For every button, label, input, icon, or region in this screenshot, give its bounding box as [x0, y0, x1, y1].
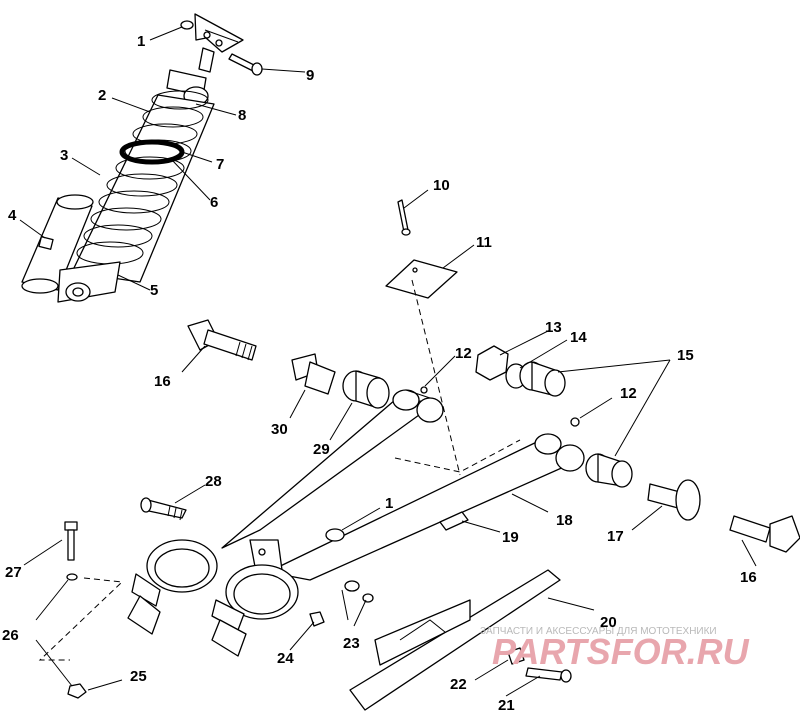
callout-28: 28 — [205, 473, 222, 490]
callout-12-upper: 12 — [455, 345, 472, 362]
callout-22: 22 — [450, 676, 467, 693]
callout-26: 26 — [2, 627, 19, 644]
callout-16-left: 16 — [154, 373, 171, 390]
callout-19: 19 — [502, 529, 519, 546]
callout-27: 27 — [5, 564, 22, 581]
callout-labels: 1 1 2 3 4 5 6 7 8 9 10 11 12 12 13 14 15… — [2, 33, 757, 714]
watermark-logo: PARTSFOR.RU — [492, 631, 750, 672]
watermark: ЗАПЧАСТИ И АКСЕССУАРЫ ДЛЯ МОТОТЕХНИКИ PA… — [480, 626, 750, 672]
watermark-caption: ЗАПЧАСТИ И АКСЕССУАРЫ ДЛЯ МОТОТЕХНИКИ — [480, 626, 717, 637]
callout-1-top: 1 — [137, 33, 145, 50]
bolt-and-plate — [385, 199, 461, 476]
callout-24: 24 — [277, 650, 294, 667]
callout-1-lower: 1 — [385, 495, 393, 512]
callout-15: 15 — [677, 347, 694, 364]
callout-23: 23 — [343, 635, 360, 652]
callout-20: 20 — [600, 614, 617, 631]
callout-25: 25 — [130, 668, 147, 685]
leader-lines — [19, 26, 757, 697]
callout-6: 6 — [210, 194, 218, 211]
callout-11: 11 — [476, 234, 492, 251]
callout-3: 3 — [60, 147, 68, 164]
bolts-and-bushings — [64, 319, 800, 699]
callout-18: 18 — [556, 512, 573, 529]
swing-arm — [221, 386, 585, 581]
callout-14: 14 — [570, 329, 587, 346]
callout-7: 7 — [216, 156, 224, 173]
callout-5: 5 — [150, 282, 158, 299]
callout-16-right: 16 — [740, 569, 757, 586]
callout-9: 9 — [306, 67, 314, 84]
callout-12-right: 12 — [620, 385, 637, 402]
callout-30: 30 — [271, 421, 288, 438]
callout-17: 17 — [607, 528, 624, 545]
callout-21: 21 — [498, 697, 515, 714]
callout-8: 8 — [238, 107, 246, 124]
callout-29: 29 — [313, 441, 330, 458]
callout-4: 4 — [8, 207, 17, 224]
callout-10: 10 — [433, 177, 450, 194]
shock-absorber — [21, 13, 263, 303]
axle-clamps — [127, 528, 345, 657]
callout-13: 13 — [545, 319, 562, 336]
callout-2: 2 — [98, 87, 106, 104]
